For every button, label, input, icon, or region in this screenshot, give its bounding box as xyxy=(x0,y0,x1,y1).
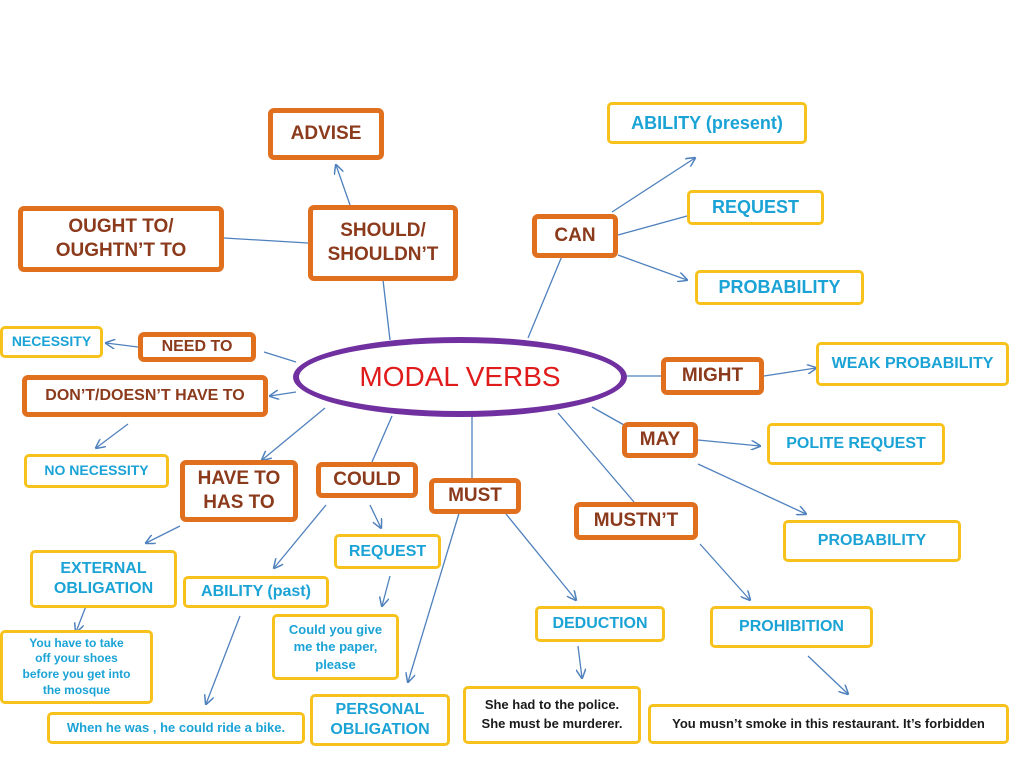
node-probability-can: PROBABILITY xyxy=(695,270,864,305)
node-can: CAN xyxy=(532,214,618,258)
line-may-probability xyxy=(697,463,806,514)
line-can-probability xyxy=(617,254,687,280)
line-should-ought xyxy=(223,237,309,244)
node-no-necessity: NO NECESSITY xyxy=(24,454,169,488)
line-deduction-police xyxy=(578,645,582,678)
node-must: MUST xyxy=(429,478,521,514)
example-shoes: You have to take off your shoes before y… xyxy=(0,630,153,704)
node-deduction: DEDUCTION xyxy=(535,606,665,642)
line-dont-nonecessity xyxy=(96,423,129,448)
node-probability-may: PROBABILITY xyxy=(783,520,961,562)
line-center-need xyxy=(263,351,297,363)
line-request-paper xyxy=(382,575,391,606)
node-polite-request: POLITE REQUEST xyxy=(767,423,945,465)
node-mustnt: MUSTN’T xyxy=(574,502,698,540)
node-advise: ADVISE xyxy=(268,108,384,160)
node-request-can: REQUEST xyxy=(687,190,824,225)
node-prohibition: PROHIBITION xyxy=(710,606,873,648)
node-have: HAVE TO HAS TO xyxy=(180,460,298,522)
example-police: She had to the police. She must be murde… xyxy=(463,686,641,744)
node-need: NEED TO xyxy=(138,332,256,362)
line-might-weak xyxy=(763,368,816,377)
node-ability-present: ABILITY (present) xyxy=(607,102,807,144)
line-center-have xyxy=(262,407,326,460)
node-ability-past: ABILITY (past) xyxy=(183,576,329,608)
line-can-ability xyxy=(611,158,695,213)
line-may-polite xyxy=(697,439,760,446)
node-should: SHOULD/ SHOULDN’T xyxy=(308,205,458,281)
line-external-shoes xyxy=(76,605,87,632)
node-request-could: REQUEST xyxy=(334,534,441,569)
line-prohibition-smoke xyxy=(807,655,848,694)
node-necessity: NECESSITY xyxy=(0,326,103,358)
example-bike: When he was , he could ride a bike. xyxy=(47,712,305,744)
line-could-request xyxy=(369,504,381,528)
node-could: COULD xyxy=(316,462,418,498)
line-mustnt-prohibition xyxy=(699,543,750,600)
center-title: MODAL VERBS xyxy=(293,337,627,417)
line-need-necessity xyxy=(106,343,139,347)
node-weak-probability: WEAK PROBABILITY xyxy=(816,342,1009,386)
node-dont: DON’T/DOESN’T HAVE TO xyxy=(22,375,268,417)
node-may: MAY xyxy=(622,422,698,458)
line-must-deduction xyxy=(505,513,576,600)
node-external-obligation: EXTERNAL OBLIGATION xyxy=(30,550,177,608)
line-center-should xyxy=(382,279,391,341)
line-center-dont xyxy=(270,392,297,396)
line-should-advise xyxy=(336,165,351,206)
line-center-may xyxy=(591,406,625,426)
node-ought: OUGHT TO/ OUGHTN’T TO xyxy=(18,206,224,272)
node-might: MIGHT xyxy=(661,357,764,395)
example-paper: Could you give me the paper, please xyxy=(272,614,399,680)
line-ability-bike xyxy=(206,615,241,704)
line-center-can xyxy=(527,255,563,339)
node-personal-obligation: PERSONAL OBLIGATION xyxy=(310,694,450,746)
example-smoke: You musn’t smoke in this restaurant. It’… xyxy=(648,704,1009,744)
line-can-request xyxy=(617,213,698,236)
line-have-external xyxy=(146,525,181,543)
line-center-could xyxy=(371,415,393,463)
